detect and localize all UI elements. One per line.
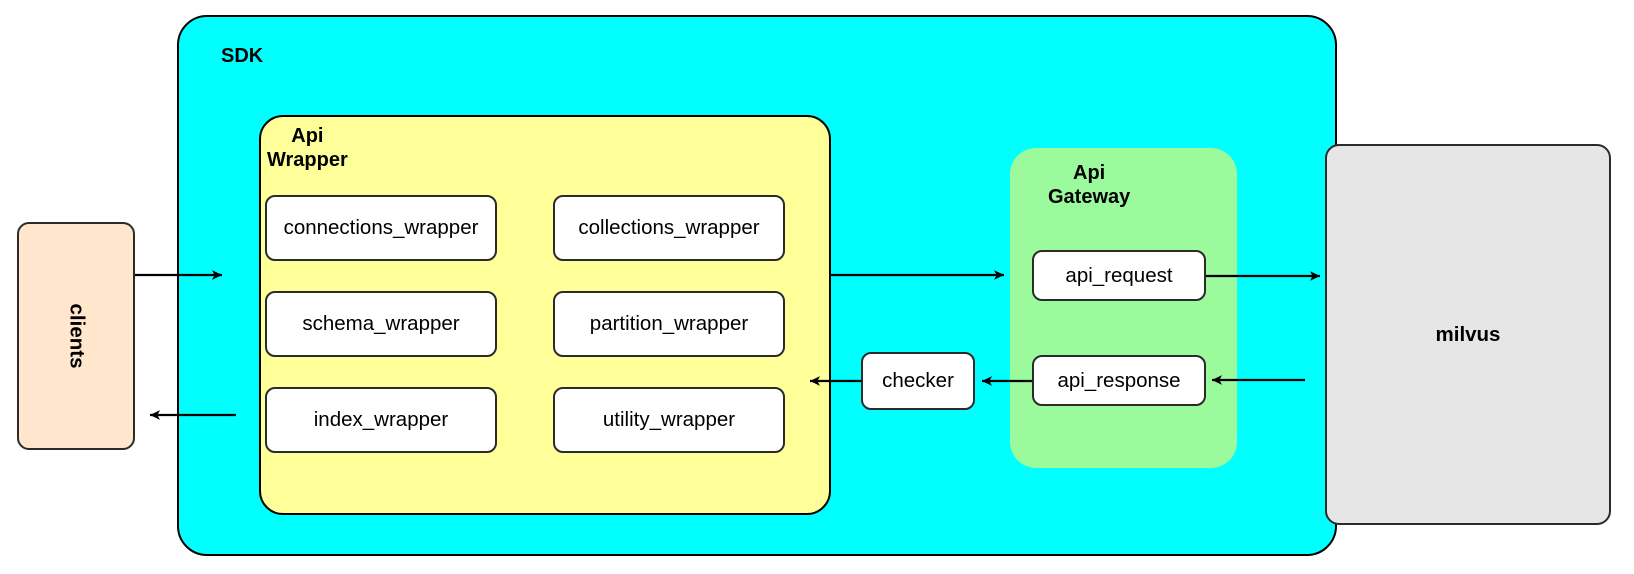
milvus-node[interactable]: milvus — [1325, 144, 1611, 525]
connections-wrapper-node[interactable]: connections_wrapper — [265, 195, 497, 261]
clients-node[interactable]: clients — [17, 222, 135, 450]
api-wrapper-title: Api Wrapper — [267, 125, 348, 171]
api-gateway-title: Api Gateway — [1048, 162, 1131, 208]
api-request-node[interactable]: api_request — [1032, 250, 1206, 301]
sdk-title: SDK — [221, 45, 264, 67]
api-response-node[interactable]: api_response — [1032, 355, 1206, 406]
api-gateway-container[interactable]: Api Gateway — [1010, 148, 1237, 468]
partition-wrapper-node[interactable]: partition_wrapper — [553, 291, 785, 357]
collections-wrapper-node[interactable]: collections_wrapper — [553, 195, 785, 261]
clients-label: clients — [64, 303, 88, 369]
checker-node[interactable]: checker — [861, 352, 975, 410]
utility-wrapper-node[interactable]: utility_wrapper — [553, 387, 785, 453]
schema-wrapper-node[interactable]: schema_wrapper — [265, 291, 497, 357]
index-wrapper-node[interactable]: index_wrapper — [265, 387, 497, 453]
